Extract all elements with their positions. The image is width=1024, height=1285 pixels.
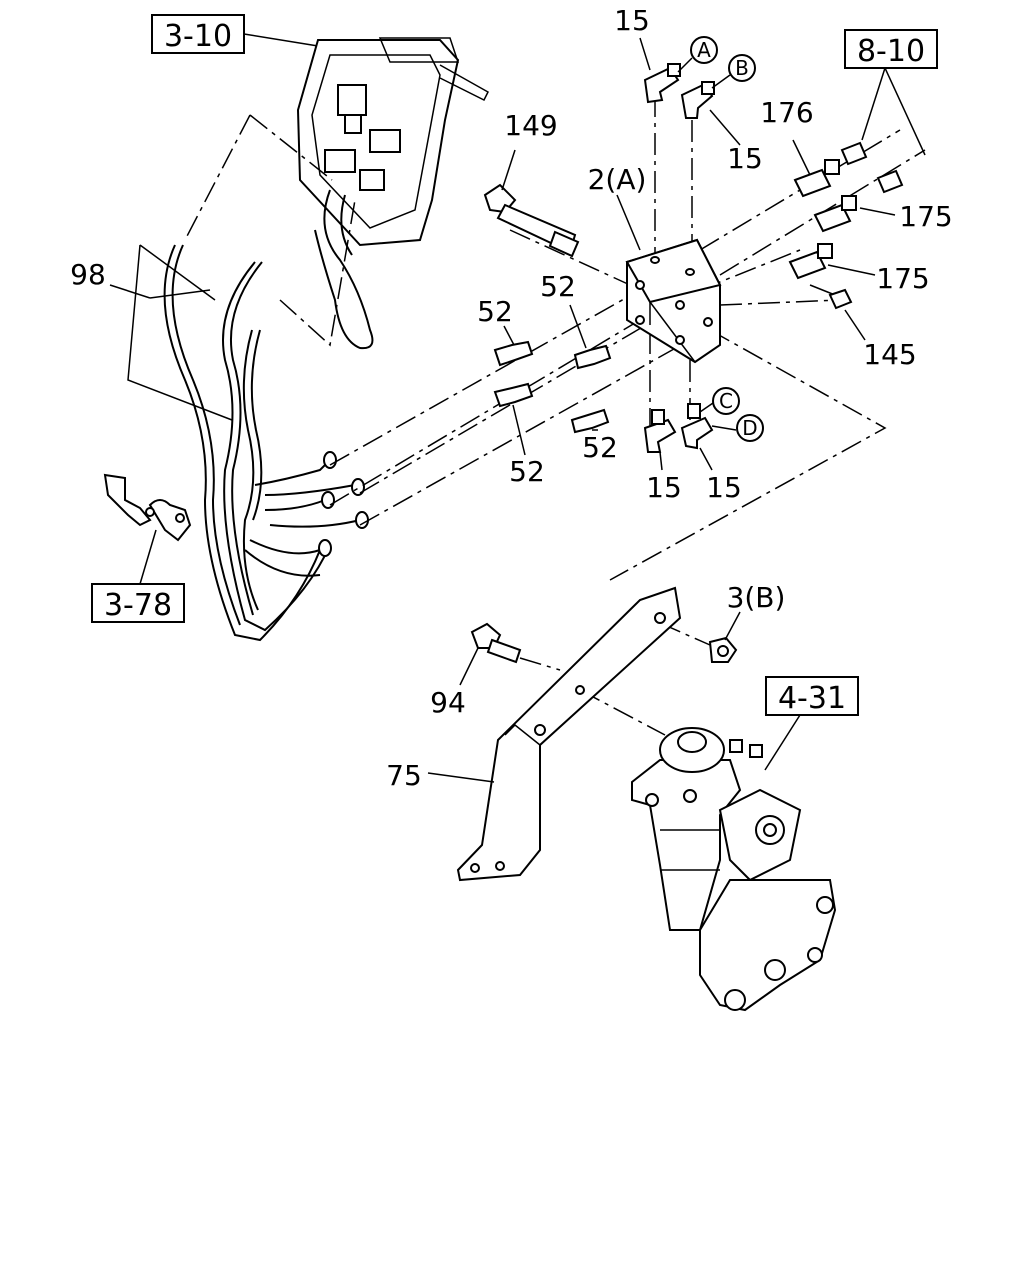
bolt-149 xyxy=(483,183,580,258)
label-52-c[interactable]: 52 xyxy=(509,455,545,488)
elbow-fitting-15-b xyxy=(680,81,715,119)
label-175-b[interactable]: 175 xyxy=(876,262,929,295)
svg-text:C: C xyxy=(719,389,733,413)
label-176[interactable]: 176 xyxy=(760,96,813,129)
elbow-fitting-15-c xyxy=(643,409,677,453)
union-fitting-52-d xyxy=(570,408,610,434)
label-52-d[interactable]: 52 xyxy=(582,431,618,464)
label-3b[interactable]: 3(B) xyxy=(727,581,786,614)
union-fitting-52-a xyxy=(493,340,534,367)
circle-label-a: A xyxy=(690,36,718,64)
circle-label-c: C xyxy=(712,387,740,415)
ref-box-3-10[interactable]: 3-10 xyxy=(151,14,319,54)
label-leaders xyxy=(109,37,896,783)
sensor-175-a xyxy=(813,169,904,233)
label-15-top[interactable]: 15 xyxy=(614,4,650,37)
leader-lines xyxy=(127,95,926,736)
junction-block xyxy=(625,238,722,364)
brake-pipes-98 xyxy=(163,244,369,642)
nut-3b xyxy=(708,636,738,663)
union-fitting-52-c xyxy=(493,382,534,408)
label-15-c[interactable]: 15 xyxy=(646,471,682,504)
label-149[interactable]: 149 xyxy=(504,109,557,142)
sensor-176 xyxy=(793,141,868,198)
label-75[interactable]: 75 xyxy=(386,759,422,792)
plug-145 xyxy=(828,288,853,310)
ref-box-4-31[interactable]: 4-31 xyxy=(764,676,859,771)
label-15-b[interactable]: 15 xyxy=(727,142,763,175)
label-52-a[interactable]: 52 xyxy=(477,295,513,328)
union-fitting-52-b xyxy=(573,344,612,370)
svg-text:B: B xyxy=(735,56,749,80)
bolt-94 xyxy=(470,622,522,664)
valve-assembly xyxy=(296,37,489,350)
label-15-d[interactable]: 15 xyxy=(706,471,742,504)
svg-text:3-10: 3-10 xyxy=(164,19,232,54)
label-2a[interactable]: 2(A) xyxy=(588,163,647,196)
sensor-175-b xyxy=(788,243,833,280)
svg-text:8-10: 8-10 xyxy=(857,34,925,69)
label-94[interactable]: 94 xyxy=(430,686,466,719)
bracket-75 xyxy=(456,586,682,882)
label-175-a[interactable]: 175 xyxy=(899,200,952,233)
label-52-b[interactable]: 52 xyxy=(540,270,576,303)
svg-text:A: A xyxy=(697,38,711,62)
svg-text:D: D xyxy=(742,416,757,440)
circle-label-d: D xyxy=(736,414,764,442)
pipe-clip xyxy=(103,473,192,542)
svg-text:3-78: 3-78 xyxy=(104,588,172,623)
svg-text:4-31: 4-31 xyxy=(778,681,846,716)
elbow-fitting-15-d xyxy=(680,403,714,450)
label-145[interactable]: 145 xyxy=(863,338,916,371)
label-98[interactable]: 98 xyxy=(70,258,106,291)
circle-label-b: B xyxy=(728,54,756,82)
part-labels: 15 15 149 2(A) 176 175 175 145 98 52 52 … xyxy=(70,4,953,792)
valve-assembly-4-31 xyxy=(631,727,837,1012)
ref-box-3-78[interactable]: 3-78 xyxy=(91,529,185,623)
ref-box-8-10[interactable]: 8-10 xyxy=(844,29,938,156)
